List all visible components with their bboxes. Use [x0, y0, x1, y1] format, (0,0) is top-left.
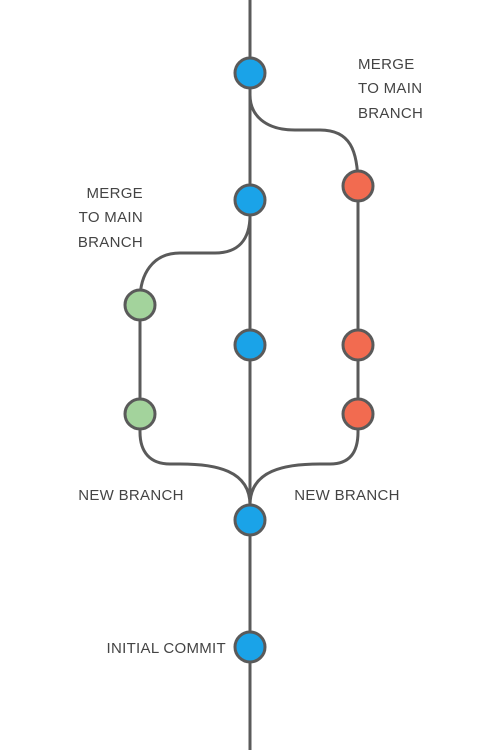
commit-node-main-branch-point: [233, 503, 267, 537]
merge-right-label-line-1: MERGE: [358, 56, 415, 73]
commit-node-main-merge-right: [233, 56, 267, 90]
commit-node-main-initial: [233, 630, 267, 664]
new-branch-right-label: NEW BRANCH: [294, 487, 400, 504]
merge-left-label-line-2: TO MAIN: [79, 209, 143, 226]
commit-node-main-merge-left: [233, 183, 267, 217]
commit-node-left-branch-1: [123, 397, 157, 431]
new-branch-left-label: NEW BRANCH: [78, 487, 184, 504]
right-branch-line: [248, 94, 360, 506]
commit-node-left-branch-2: [123, 288, 157, 322]
merge-right-label-line-3: BRANCH: [358, 105, 423, 122]
commit-node-right-branch-3: [341, 169, 375, 203]
merge-left-label-line-3: BRANCH: [78, 234, 143, 251]
commit-node-main-middle: [233, 328, 267, 362]
merge-right-label-line-2: TO MAIN: [358, 80, 422, 97]
commit-node-right-branch-2: [341, 328, 375, 362]
initial-commit-label: INITIAL COMMIT: [107, 640, 226, 657]
commit-node-right-branch-1: [341, 397, 375, 431]
left-branch-line: [138, 214, 252, 506]
merge-left-label-line-1: MERGE: [86, 185, 143, 202]
